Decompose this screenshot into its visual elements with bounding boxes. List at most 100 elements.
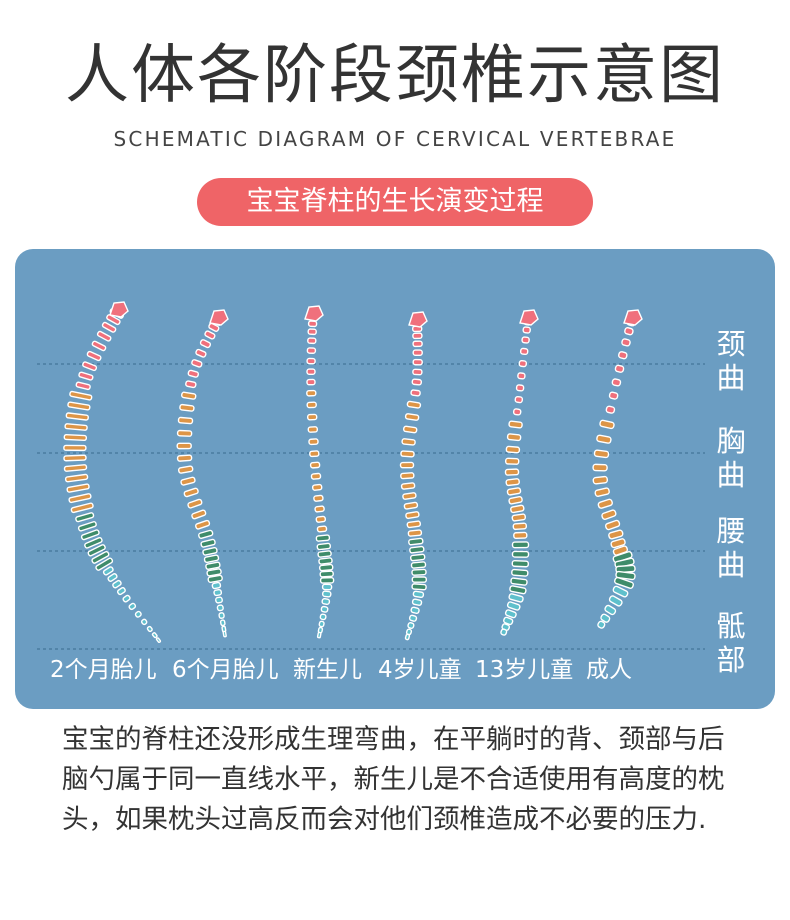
vertebra-lumbar xyxy=(409,545,425,554)
vertebra-lumbar xyxy=(317,550,332,558)
vertebra-thoracic xyxy=(306,401,317,409)
vertebra-sacral xyxy=(316,631,322,639)
vertebra-sacral xyxy=(211,581,222,590)
vertebra-cervical xyxy=(515,384,525,392)
vertebra-cervical xyxy=(306,368,316,375)
vertebra-sacral xyxy=(112,579,122,589)
vertebra-thoracic xyxy=(187,498,203,509)
vertebra-thoracic xyxy=(505,478,520,487)
vertebra-lumbar xyxy=(319,570,334,578)
vertebra-thoracic xyxy=(594,487,610,497)
vertebra-lumbar xyxy=(207,574,223,584)
vertebra-thoracic xyxy=(402,425,418,434)
vertebra-sacral xyxy=(506,601,521,611)
vertebra-thoracic xyxy=(406,400,422,409)
vertebra-sacral xyxy=(320,605,329,613)
vertebra-cervical xyxy=(611,378,622,387)
vertebra-cervical xyxy=(199,339,212,349)
spine-4-year-child xyxy=(399,311,428,641)
skull-base-cap xyxy=(304,305,324,322)
vertebra-sacral xyxy=(407,622,415,629)
vertebra-sacral xyxy=(140,618,148,626)
vertebra-cervical xyxy=(91,340,107,352)
vertebra-lumbar xyxy=(95,557,114,571)
vertebra-thoracic xyxy=(308,438,319,446)
vertebra-thoracic xyxy=(306,389,317,397)
vertebra-cervical xyxy=(522,326,531,334)
vertebra-thoracic xyxy=(506,433,522,442)
section-pill: 宝宝脊柱的生长演变过程 xyxy=(197,178,593,226)
vertebra-lumbar xyxy=(315,534,331,542)
vertebra-sacral xyxy=(408,614,418,622)
spine-2-month-fetus xyxy=(63,301,162,644)
vertebra-sacral xyxy=(612,585,629,598)
vertebra-thoracic xyxy=(510,504,525,514)
vertebra-thoracic xyxy=(176,429,193,437)
vertebra-sacral xyxy=(219,619,226,627)
vertebra-lumbar xyxy=(411,583,427,591)
vertebra-thoracic xyxy=(403,501,419,510)
vertebra-sacral xyxy=(107,573,118,582)
vertebra-sacral xyxy=(604,604,617,616)
vertebra-cervical xyxy=(521,336,530,344)
vertebra-thoracic xyxy=(315,515,327,523)
vertebra-cervical xyxy=(605,405,616,414)
vertebra-sacral xyxy=(134,610,142,618)
vertebra-lumbar xyxy=(87,544,106,557)
vertebra-sacral xyxy=(500,628,508,636)
vertebra-thoracic xyxy=(66,483,90,493)
vertebra-sacral xyxy=(215,596,223,604)
vertebra-cervical xyxy=(106,314,121,326)
vertebra-thoracic xyxy=(65,412,89,421)
vertebra-thoracic xyxy=(592,463,608,472)
vertebra-thoracic xyxy=(601,509,617,520)
vertebra-cervical xyxy=(204,330,216,340)
vertebra-thoracic xyxy=(597,498,613,509)
spine-diagram xyxy=(37,301,705,650)
vertebra-cervical xyxy=(78,371,94,381)
vertebra-lumbar xyxy=(411,568,427,576)
skull-base-cap xyxy=(408,311,428,328)
vertebra-thoracic xyxy=(508,495,523,505)
skull-base-cap xyxy=(209,309,229,326)
vertebra-sacral xyxy=(216,604,224,612)
label-lumbar-curve: 腰曲 xyxy=(716,514,746,582)
vertebra-lumbar xyxy=(319,577,335,584)
vertebra-cervical xyxy=(306,378,316,386)
vertebra-thoracic xyxy=(399,461,415,469)
vertebra-lumbar xyxy=(203,554,220,564)
vertebra-cervical xyxy=(614,364,625,373)
vertebra-sacral xyxy=(155,637,162,644)
vertebra-cervical xyxy=(618,351,628,360)
vertebra-lumbar xyxy=(80,529,100,541)
label-thoracic-curve: 胸曲 xyxy=(716,424,746,492)
vertebra-cervical xyxy=(608,391,619,400)
vertebra-cervical xyxy=(412,368,423,376)
vertebra-sacral xyxy=(318,620,325,628)
vertebra-sacral xyxy=(412,590,425,599)
vertebra-sacral xyxy=(146,625,153,633)
vertebra-cervical xyxy=(412,332,423,340)
vertebra-thoracic xyxy=(307,426,319,433)
vertebra-sacral xyxy=(218,612,225,619)
vertebra-lumbar xyxy=(75,512,95,523)
vertebra-thoracic xyxy=(309,450,320,458)
vertebra-thoracic xyxy=(68,493,92,504)
vertebra-cervical xyxy=(307,337,317,345)
vertebra-thoracic xyxy=(63,464,88,472)
skull-base-cap xyxy=(109,301,129,318)
label-sacral-region: 骶部 xyxy=(716,609,746,677)
vertebra-cervical xyxy=(624,327,634,336)
vertebra-thoracic xyxy=(191,509,207,520)
vertebra-cervical xyxy=(306,357,316,365)
stage-label-adult: 成人 xyxy=(586,657,632,683)
vertebra-thoracic xyxy=(176,442,192,450)
vertebra-cervical xyxy=(517,372,526,380)
vertebra-sacral xyxy=(504,609,517,619)
vertebra-sacral xyxy=(128,602,137,611)
vertebra-sacral xyxy=(122,594,131,603)
vertebra-thoracic xyxy=(177,416,194,425)
vertebra-thoracic xyxy=(402,492,417,500)
vertebra-cervical xyxy=(96,330,112,342)
vertebra-cervical xyxy=(307,328,317,336)
